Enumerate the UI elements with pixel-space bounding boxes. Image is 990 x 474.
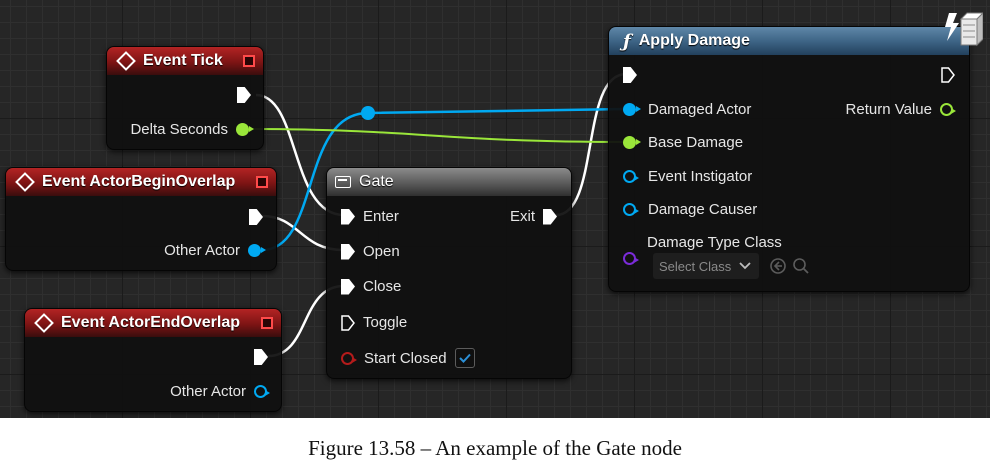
event-diamond-icon (116, 51, 136, 71)
event-instigator-pin[interactable] (623, 170, 639, 183)
enter-label: Enter (363, 208, 399, 225)
start-closed-checkbox[interactable] (454, 348, 475, 368)
begin-overlap-header[interactable]: Event ActorBeginOverlap (6, 168, 276, 196)
damage-type-class-label: Damage Type Class (647, 234, 782, 251)
exec-in-pin[interactable] (623, 67, 637, 83)
close-square-icon (256, 176, 268, 188)
gate-node[interactable]: Gate Enter Exit Open Close Toggle Start … (326, 167, 572, 379)
close-label: Close (363, 278, 402, 295)
toggle-exec-pin[interactable] (341, 314, 355, 331)
object-wire-other-actor-to-damaged-actor (261, 107, 627, 252)
chevron-down-icon (739, 262, 751, 270)
toggle-label: Toggle (363, 314, 408, 331)
damaged-actor-pin[interactable] (623, 103, 641, 116)
blueprint-graph-canvas[interactable]: Event Tick Delta Seconds Event ActorBegi… (0, 0, 990, 418)
exec-out-pin[interactable] (237, 87, 251, 103)
start-closed-label: Start Closed (364, 349, 447, 367)
base-damage-pin[interactable] (623, 136, 641, 149)
base-damage-label: Base Damage (648, 134, 744, 151)
browse-icon[interactable] (792, 257, 810, 275)
end-overlap-header[interactable]: Event ActorEndOverlap (25, 309, 281, 337)
event-tick-node[interactable]: Event Tick Delta Seconds (106, 46, 264, 150)
close-square-icon (261, 317, 273, 329)
event-tick-title: Event Tick (143, 52, 223, 69)
function-f-icon: ƒ (623, 30, 631, 52)
other-actor-label: Other Actor (170, 383, 246, 400)
other-actor-label: Other Actor (164, 242, 240, 259)
return-value-label: Return Value (845, 101, 932, 118)
apply-damage-header[interactable]: ƒ Apply Damage (609, 27, 969, 55)
open-label: Open (363, 243, 400, 260)
begin-overlap-title: Event ActorBeginOverlap (42, 173, 236, 190)
gate-header[interactable]: Gate (327, 168, 571, 196)
select-class-dropdown[interactable]: Select Class (653, 253, 759, 279)
event-tick-header[interactable]: Event Tick (107, 47, 263, 75)
close-exec-pin[interactable] (341, 278, 355, 295)
enter-exec-pin[interactable] (341, 208, 355, 225)
exec-out-pin[interactable] (941, 67, 955, 83)
close-square-icon (243, 55, 255, 67)
use-selected-icon[interactable] (769, 257, 787, 275)
gate-title: Gate (359, 173, 394, 190)
apply-damage-node[interactable]: ƒ Apply Damage Damaged Actor Return Valu… (608, 12, 983, 292)
figure-caption: Figure 13.58 – An example of the Gate no… (308, 436, 682, 460)
checkmark-icon (458, 353, 471, 363)
reroute-node (361, 106, 375, 120)
start-closed-pin[interactable] (341, 351, 357, 365)
open-exec-pin[interactable] (341, 243, 355, 260)
return-value-pin[interactable] (940, 103, 956, 116)
event-actor-end-overlap-node[interactable]: Event ActorEndOverlap Other Actor (24, 308, 282, 412)
damage-type-class-pin[interactable] (623, 252, 639, 265)
exec-out-pin[interactable] (249, 209, 263, 225)
exit-label: Exit (509, 208, 535, 225)
damaged-actor-label: Damaged Actor (648, 101, 752, 118)
delta-seconds-label: Delta Seconds (130, 121, 228, 138)
event-diamond-icon (34, 313, 54, 333)
event-diamond-icon (15, 172, 35, 192)
float-wire-delta-to-base-damage (245, 128, 627, 143)
select-class-value: Select Class (659, 258, 732, 274)
event-instigator-label: Event Instigator (648, 168, 753, 185)
delta-seconds-pin[interactable] (236, 123, 254, 136)
event-actor-begin-overlap-node[interactable]: Event ActorBeginOverlap Other Actor (5, 167, 277, 271)
damage-causer-label: Damage Causer (648, 201, 758, 218)
server-lightning-icon (945, 12, 983, 47)
damage-causer-pin[interactable] (623, 203, 639, 216)
end-overlap-title: Event ActorEndOverlap (61, 314, 241, 331)
gate-macro-icon (335, 176, 351, 188)
apply-damage-title: Apply Damage (638, 32, 750, 49)
exec-out-pin[interactable] (254, 349, 268, 365)
exit-exec-pin[interactable] (543, 208, 557, 225)
other-actor-pin[interactable] (248, 244, 266, 257)
other-actor-pin[interactable] (254, 385, 270, 398)
